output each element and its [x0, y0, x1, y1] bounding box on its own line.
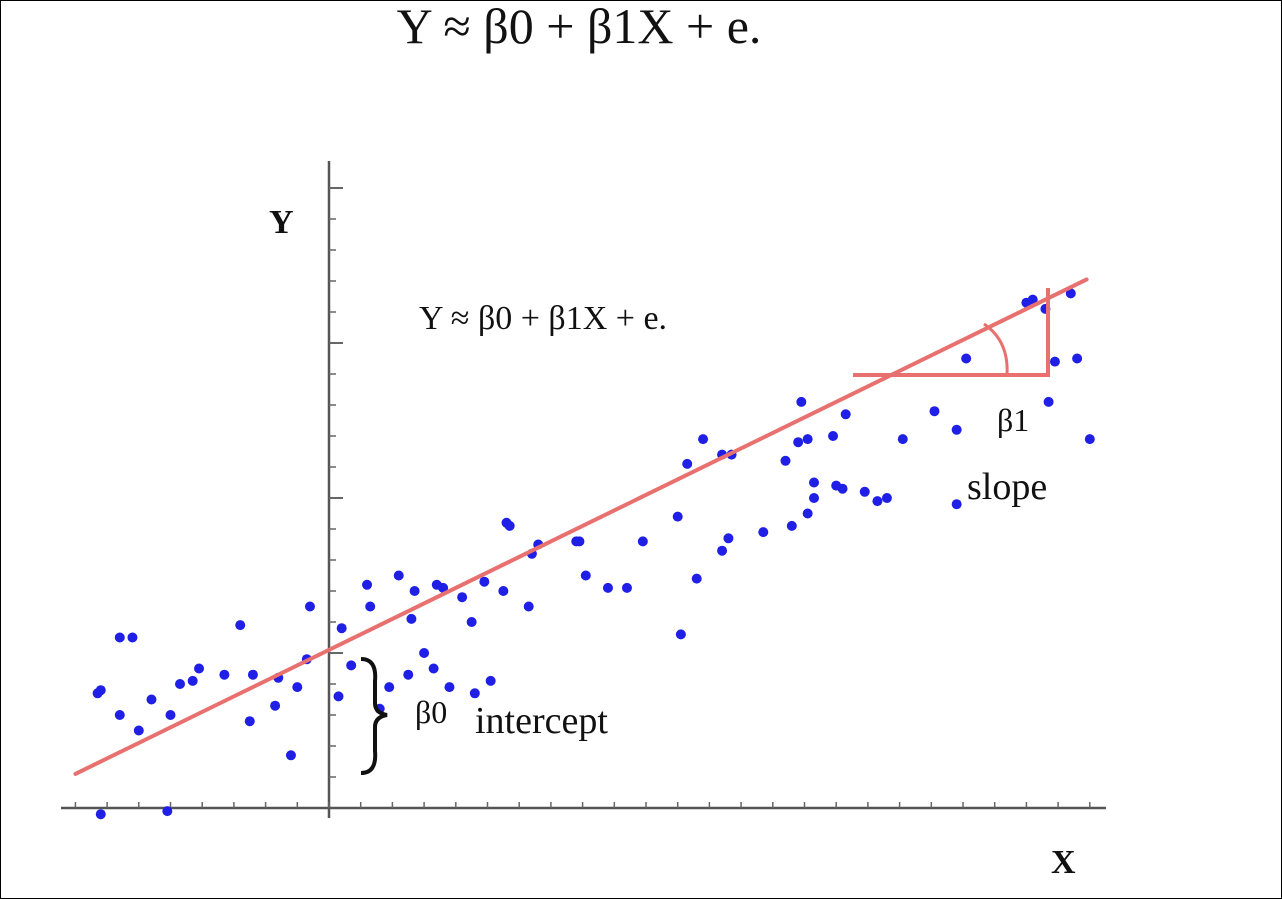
data-point [485, 675, 496, 686]
data-point [114, 710, 125, 720]
data-point [403, 669, 414, 680]
data-points [92, 288, 1095, 820]
data-point [146, 694, 157, 705]
data-point [175, 679, 186, 689]
data-point [247, 669, 258, 680]
data-point [961, 353, 972, 364]
data-point [479, 576, 490, 587]
data-point [469, 688, 480, 699]
data-point [840, 409, 851, 420]
data-point [897, 434, 908, 445]
intercept-symbol: β0 [415, 694, 447, 730]
data-point [523, 601, 534, 612]
data-point [127, 632, 138, 643]
data-point [602, 582, 613, 593]
data-point [244, 716, 255, 727]
data-point [682, 458, 693, 469]
data-point [872, 496, 883, 507]
data-point [95, 685, 106, 696]
data-point [444, 682, 455, 693]
regression-line-group [73, 277, 1089, 776]
intercept-brace [360, 657, 388, 775]
data-point [698, 434, 709, 445]
data-point [1043, 396, 1054, 407]
data-point [504, 520, 515, 531]
regression-line [73, 277, 1089, 776]
data-point [133, 725, 144, 736]
data-point [333, 691, 344, 702]
data-point [786, 520, 797, 531]
data-point [828, 431, 839, 441]
axes [61, 161, 1106, 818]
data-point [194, 663, 205, 674]
data-point [837, 483, 848, 494]
data-point [162, 806, 173, 817]
data-point [574, 536, 585, 547]
chart-title: Y ≈ β0 + β1X + e. [397, 1, 762, 54]
data-point [859, 486, 870, 497]
data-point [409, 586, 420, 596]
data-point [419, 648, 430, 658]
intercept-label: intercept [475, 700, 608, 742]
data-point [362, 579, 373, 590]
data-point [1049, 356, 1060, 367]
data-point [780, 455, 791, 466]
data-point [270, 700, 281, 711]
data-point [1072, 353, 1083, 364]
data-point [466, 617, 477, 627]
data-point [809, 477, 820, 488]
data-point [796, 396, 807, 407]
data-point [1084, 434, 1095, 445]
data-point [187, 675, 198, 686]
data-point [336, 623, 347, 634]
data-point [717, 545, 728, 556]
x-axis-label: X [1051, 844, 1076, 881]
data-point [691, 573, 702, 584]
slope-angle-arc [983, 322, 1009, 376]
data-point [929, 406, 940, 417]
data-point [393, 570, 404, 581]
data-point [219, 669, 230, 680]
data-point [881, 493, 892, 503]
data-point [384, 682, 395, 693]
data-point [621, 582, 632, 593]
slope-symbol: β1 [997, 402, 1029, 438]
y-axis-label: Y [269, 204, 294, 241]
data-point [637, 536, 648, 547]
data-point [235, 620, 246, 631]
data-point [365, 601, 376, 612]
data-point [809, 493, 820, 503]
data-point [95, 809, 106, 820]
data-point [1065, 288, 1076, 299]
data-point [428, 663, 439, 674]
data-point [675, 629, 686, 640]
data-point [672, 511, 683, 522]
data-point [304, 601, 315, 612]
data-point [758, 527, 769, 538]
data-point [165, 710, 176, 720]
data-point [285, 750, 296, 761]
slope-label: slope [967, 466, 1047, 508]
data-point [1027, 294, 1038, 305]
data-point [346, 660, 357, 671]
data-point [951, 499, 962, 510]
data-point [580, 570, 591, 581]
slope-triangle [853, 288, 1050, 377]
data-point [457, 592, 468, 603]
data-point [802, 434, 813, 445]
data-point [723, 533, 734, 544]
data-point [406, 613, 417, 624]
data-point [793, 437, 804, 448]
data-point [802, 508, 813, 519]
data-point [498, 586, 509, 596]
data-point [114, 632, 125, 643]
equation-annotation: Y ≈ β0 + β1X + e. [419, 300, 667, 337]
data-point [438, 582, 449, 593]
data-point [292, 682, 303, 693]
data-point [951, 424, 962, 435]
